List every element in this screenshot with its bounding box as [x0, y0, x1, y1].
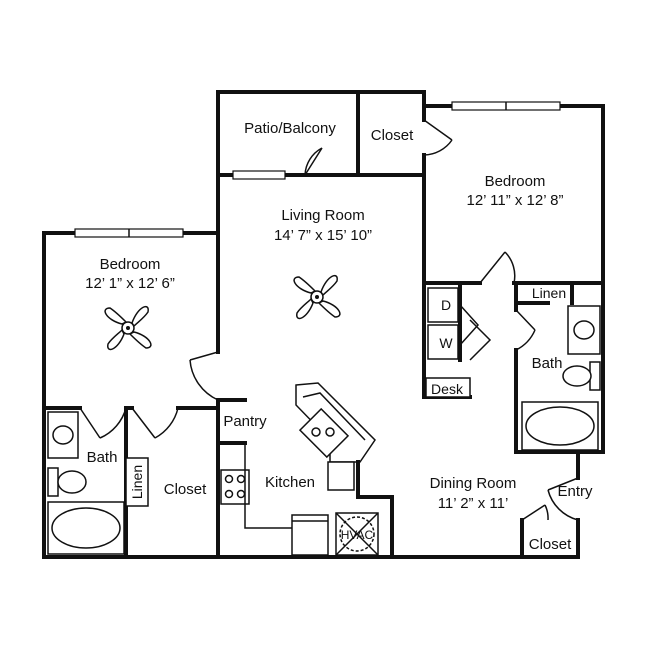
closet-left-label: Closet: [164, 481, 207, 498]
bath-fixtures-left: [47, 411, 149, 555]
windows: [74, 92, 561, 238]
entry-label: Entry: [557, 483, 593, 500]
bedroom-left-label: Bedroom: [100, 256, 161, 273]
doors: [79, 119, 579, 521]
bedroom-right-size: 12’ 11” x 12’ 8”: [467, 192, 564, 209]
dining-room-size: 11’ 2” x 11’: [438, 495, 509, 512]
living-room-label: Living Room: [281, 207, 364, 224]
kitchen-fixtures: [220, 382, 394, 556]
dining-room-label: Dining Room: [430, 475, 517, 492]
desk-label: Desk: [431, 381, 464, 397]
ceiling-fan-icon: [293, 274, 341, 320]
linen-right-label: Linen: [532, 285, 566, 301]
dryer-label: D: [441, 297, 451, 313]
bath-fixtures-right: [521, 305, 601, 451]
ceiling-fan-icon: [104, 305, 152, 351]
patio-label: Patio/Balcony: [244, 120, 336, 137]
kitchen-label: Kitchen: [265, 474, 315, 491]
closet-top-label: Closet: [371, 127, 414, 144]
laundry: [425, 287, 471, 398]
bath-right-label: Bath: [532, 355, 563, 372]
living-room-size: 14’ 7” x 15’ 10”: [274, 227, 372, 244]
closet-entry-label: Closet: [529, 536, 572, 553]
washer-label: W: [439, 335, 453, 351]
bath-left-label: Bath: [87, 449, 118, 466]
linen-left-label: Linen: [129, 465, 145, 499]
pantry-label: Pantry: [223, 413, 267, 430]
hvac-label: HVAC: [341, 528, 374, 542]
bedroom-left-size: 12’ 1” x 12’ 6”: [85, 275, 175, 292]
bedroom-right-label: Bedroom: [485, 173, 546, 190]
